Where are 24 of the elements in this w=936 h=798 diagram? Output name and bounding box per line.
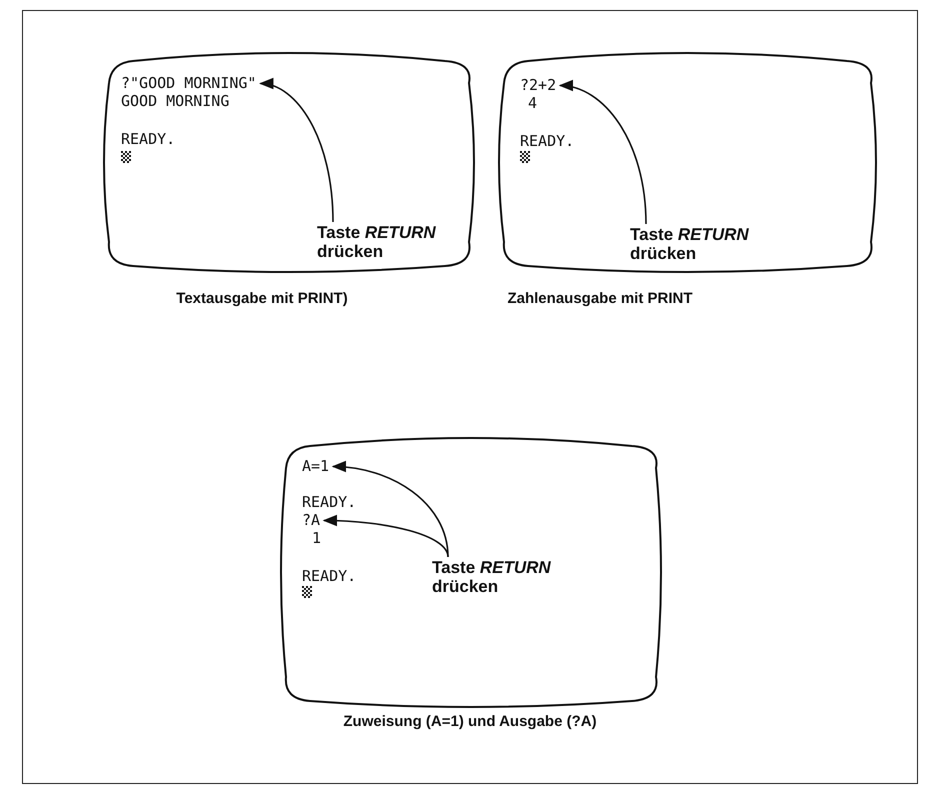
leader-arrow (322, 515, 449, 558)
caption-text: Zahlenausgabe mit PRINT (507, 290, 693, 307)
leader-arrow (259, 79, 334, 222)
monitor-screen (282, 440, 660, 705)
leader-arrow (558, 81, 647, 224)
screen-text: ?"GOOD MORNING" (121, 75, 256, 92)
caption-text: Zuweisung (A=1) und Ausgabe (?A) (343, 713, 597, 730)
screen-text: ?A (302, 512, 320, 529)
screen-text: 4 (528, 95, 538, 112)
screen-text: READY. (302, 494, 356, 511)
leader-arrow (332, 461, 449, 558)
callout-text: Taste RETURN drücken (630, 225, 755, 263)
screen-text: READY. (520, 133, 574, 150)
caption-text: Textausgabe mit PRINT) (176, 290, 348, 307)
screen-text: ?2+2 (520, 77, 556, 94)
screen-text: READY. (302, 568, 356, 585)
monitor-screen (105, 55, 473, 270)
screen-text: READY. (121, 131, 176, 148)
screen-text: A=1 (302, 458, 330, 475)
monitor-screen (500, 55, 875, 270)
callout-text: Taste RETURN drücken (432, 558, 557, 596)
callout-text: Taste RETURN drücken (317, 223, 442, 261)
screen-text: 1 (312, 530, 322, 547)
screen-text: GOOD MORNING (121, 93, 230, 110)
